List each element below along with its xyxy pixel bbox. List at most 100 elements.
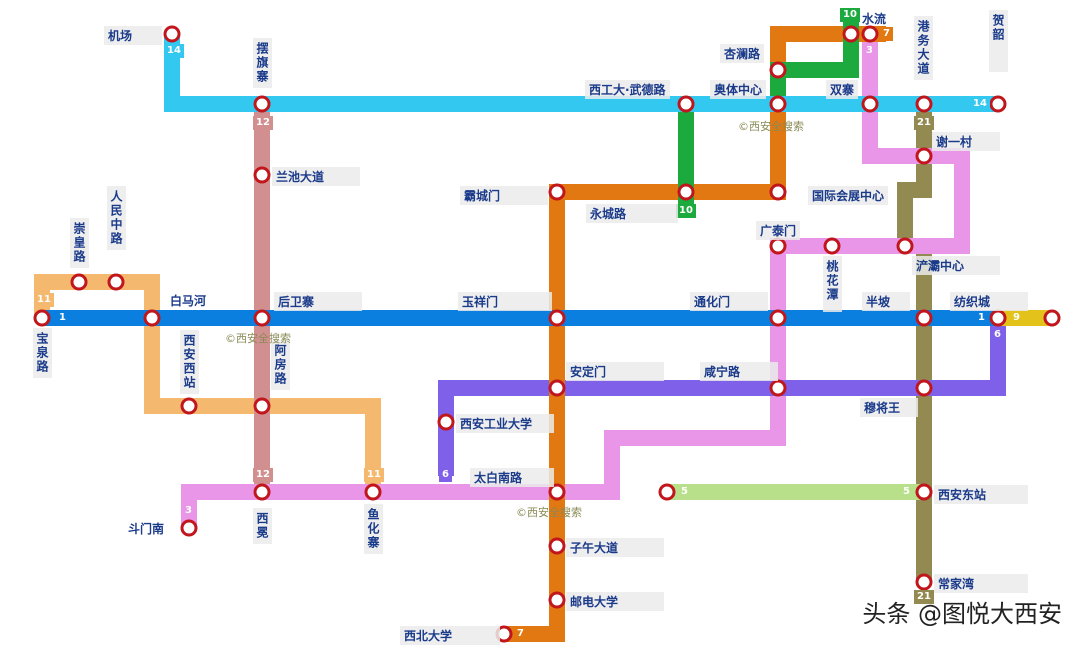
- station-label-yuxiangmen: 玉祥门: [458, 292, 552, 311]
- station-label-xinglanglu: 杏澜路: [720, 44, 765, 63]
- station-afanglu-marker: [253, 397, 271, 415]
- station-shuiliu-a-marker: [842, 25, 860, 43]
- line-badge-6-bottom: 6: [439, 468, 452, 482]
- line-badge-1-left: 1: [56, 311, 69, 325]
- station-mujiangwang-marker: [915, 379, 933, 397]
- station-label-doumennan: 斗门南: [128, 522, 165, 536]
- line-badge-1-right: 1: [975, 311, 988, 325]
- station-label-afanglu: 阿房路: [271, 340, 290, 390]
- station-line9-end-marker: [1043, 309, 1061, 327]
- station-label-jichang: 机场: [104, 26, 162, 45]
- station-xianninglu-marker: [769, 379, 787, 397]
- line-badge-5-left: 5: [678, 485, 691, 499]
- line-6: [438, 318, 1006, 476]
- line-badge-10-bottom: 10: [676, 204, 696, 218]
- station-xinglanglu-marker: [769, 61, 787, 79]
- station-label-renminzhonglu: 人民中路: [107, 186, 126, 250]
- station-label-xieyicun: 谢一村: [932, 132, 1000, 151]
- station-label-baoquanlu: 宝泉路: [33, 328, 52, 378]
- station-gangwudadao-marker: [915, 95, 933, 113]
- line-badge-10-top: 10: [840, 8, 860, 22]
- station-label-guangtaimen: 广泰门: [756, 221, 801, 240]
- line-badge-7-top: 7: [880, 27, 893, 41]
- station-guojihuizhan-marker: [769, 183, 787, 201]
- station-baiqizhai-marker: [253, 95, 271, 113]
- station-baoquanlu-marker: [33, 309, 51, 327]
- station-label-xigongda: 西工大·武德路: [585, 80, 670, 99]
- station-label-baiqizhai: 摆旗寨: [253, 38, 272, 88]
- station-label-taibainanlu: 太白南路: [470, 468, 554, 487]
- station-changjiawan-marker: [915, 573, 933, 591]
- watermark-2: ©西安全搜索: [225, 332, 291, 345]
- station-taohuatan-marker: [823, 237, 841, 255]
- station-fangzhicheng-marker: [989, 309, 1007, 327]
- station-label-xianninglu: 咸宁路: [700, 362, 778, 381]
- line-11: [34, 274, 381, 492]
- station-yongchenglu-marker: [677, 183, 695, 201]
- line-badge-9: 9: [1010, 311, 1023, 325]
- station-renminzhonglu-marker: [107, 273, 125, 291]
- line-badge-21-top: 21: [914, 116, 934, 130]
- station-yuhuazhai-marker: [364, 483, 382, 501]
- line-badge-12-bottom: 12: [253, 468, 273, 482]
- station-label-yongchenglu: 永城路: [586, 204, 678, 223]
- station-label-youdiandaxue: 邮电大学: [566, 592, 664, 611]
- station-label-xianxizhan: 西安西站: [180, 330, 199, 394]
- station-label-aotizhongxin: 奥体中心: [710, 80, 767, 99]
- station-gongyedaxue-marker: [437, 413, 455, 431]
- station-doumennan-marker: [180, 519, 198, 537]
- station-chonghuanglu-marker: [70, 273, 88, 291]
- station-label-gongyedaxue: 西安工业大学: [456, 414, 554, 433]
- station-label-yuhuazhai: 鱼化寨: [364, 504, 383, 554]
- station-label-xibeidaxue: 西北大学: [400, 626, 500, 645]
- station-label-guojihuizhan: 国际会展中心: [808, 186, 889, 205]
- credit-text: 头条 @图悦大西安: [862, 600, 1062, 628]
- watermark-3: ©西安全搜索: [516, 506, 582, 519]
- line-badge-12-top: 12: [253, 116, 273, 130]
- station-xieyicun-marker: [915, 147, 933, 165]
- station-line5-west-marker: [658, 483, 676, 501]
- station-guangtaimen-marker: [769, 237, 787, 255]
- station-label-chanbazhongxin: 浐灞中心: [912, 256, 1000, 275]
- station-label-changjiawan: 常家湾: [934, 574, 1028, 593]
- station-yuxiangmen-marker: [548, 309, 566, 327]
- line-badge-14-top: 14: [164, 44, 184, 58]
- station-label-shuiliu: 水流: [862, 12, 887, 26]
- station-xihuang-marker: [253, 483, 271, 501]
- station-label-shuangzhai: 双寨: [826, 80, 859, 99]
- station-label-chonghuanglu: 崇皇路: [70, 218, 89, 268]
- station-label-xihuang: 西冕: [253, 508, 272, 544]
- watermark-1: ©西安全搜索: [738, 120, 804, 133]
- station-label-baochenmen: 霸城门: [460, 186, 548, 205]
- line-badge-11-bottom: 11: [364, 468, 384, 482]
- station-andingmen-marker: [548, 379, 566, 397]
- station-label-ziwudadao: 子午大道: [566, 538, 664, 557]
- line-badge-14-right: 14: [970, 97, 990, 111]
- station-shuangzhai-marker: [861, 95, 879, 113]
- station-xianxizhan-marker: [180, 397, 198, 415]
- line-badge-3-top: 3: [863, 44, 876, 58]
- station-xigongda-marker: [677, 95, 695, 113]
- station-banpo-marker: [915, 309, 933, 327]
- station-baochenmen-marker: [548, 183, 566, 201]
- station-baimahe-marker: [143, 309, 161, 327]
- station-label-mujiangwang: 穆将王: [860, 398, 918, 417]
- line-badge-11-left: 11: [34, 293, 54, 307]
- station-aotizhongxin-marker: [769, 95, 787, 113]
- station-label-heshao: 贺韶: [989, 10, 1008, 72]
- station-label-tonghuamen: 通化门: [690, 292, 768, 311]
- station-label-gangwudadao: 港务大道: [914, 16, 933, 80]
- line-21: [897, 104, 932, 582]
- line-badge-6-right: 6: [991, 328, 1004, 342]
- line-badge-7-bottom: 7: [514, 627, 527, 641]
- station-lanchidadao-marker: [253, 166, 271, 184]
- station-shuiliu-b-marker: [861, 25, 879, 43]
- station-jichang-marker: [163, 25, 181, 43]
- station-label-baimahe: 白马河: [170, 294, 207, 308]
- station-chanbazhongxin-marker: [896, 237, 914, 255]
- station-label-taohuatan: 桃花潭: [823, 256, 842, 312]
- station-tonghuamen-marker: [769, 309, 787, 327]
- station-xiandongzhan-marker: [915, 483, 933, 501]
- station-label-andingmen: 安定门: [566, 362, 664, 381]
- line-7: [504, 26, 886, 642]
